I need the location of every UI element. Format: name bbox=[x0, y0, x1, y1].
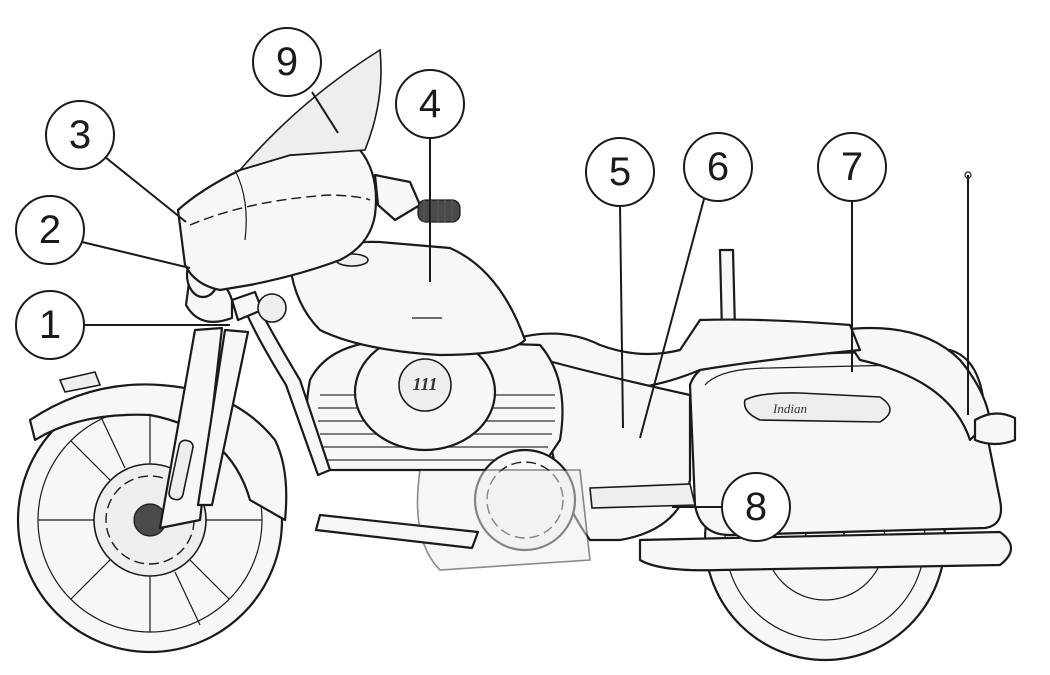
callout-8: 8 bbox=[672, 472, 791, 542]
fairing bbox=[176, 148, 378, 292]
svg-text:3: 3 bbox=[69, 113, 91, 157]
fuel-tank bbox=[288, 240, 527, 357]
engine: 111 bbox=[305, 332, 564, 472]
svg-text:8: 8 bbox=[745, 485, 767, 529]
callout-4: 4 bbox=[395, 69, 465, 282]
svg-text:7: 7 bbox=[841, 145, 863, 189]
svg-text:6: 6 bbox=[707, 145, 729, 189]
engine-badge: 111 bbox=[412, 374, 437, 394]
svg-text:2: 2 bbox=[39, 208, 61, 252]
callout-3: 3 bbox=[45, 100, 187, 223]
callout-6: 6 bbox=[639, 132, 753, 439]
callout-2: 2 bbox=[15, 195, 191, 269]
saddlebag-logo: Indian bbox=[772, 401, 807, 416]
motorcycle-illustration: Indian 111 bbox=[16, 48, 1017, 662]
svg-text:5: 5 bbox=[609, 150, 631, 194]
svg-text:9: 9 bbox=[276, 40, 298, 84]
callout-5: 5 bbox=[585, 137, 655, 429]
callout-1: 1 bbox=[15, 290, 230, 360]
svg-text:1: 1 bbox=[39, 303, 61, 347]
callout-7: 7 bbox=[817, 132, 887, 372]
callout-9: 9 bbox=[252, 27, 339, 134]
svg-text:4: 4 bbox=[419, 82, 441, 126]
